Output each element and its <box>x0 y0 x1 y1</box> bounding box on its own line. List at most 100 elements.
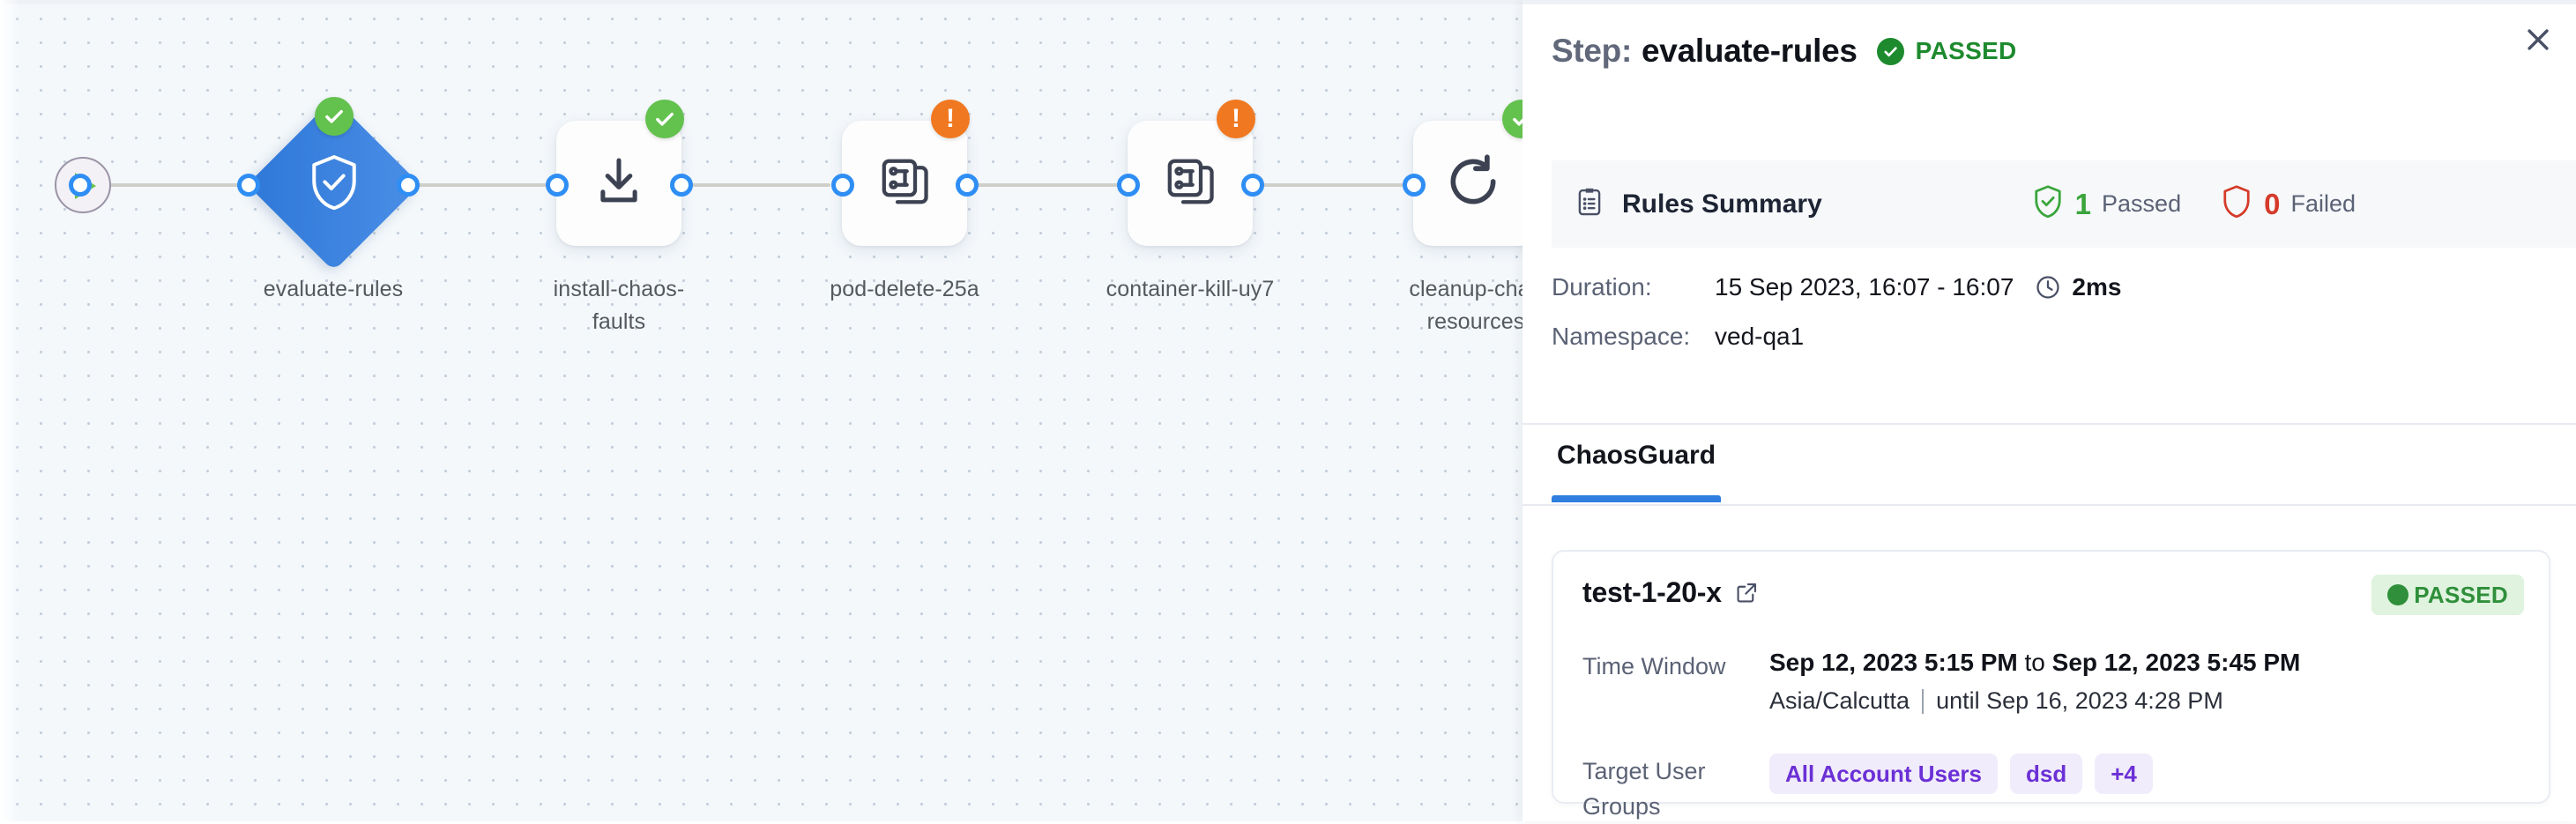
node-status-container-kill-uy7: ! <box>1217 100 1255 138</box>
edge-poddelete-to-containerkill <box>949 183 1118 187</box>
divider <box>1922 688 1925 714</box>
panel-header: Step: evaluate-rules PASSED <box>1552 33 2550 70</box>
until-value: until Sep 16, 2023 4:28 PM <box>1936 687 2223 714</box>
close-icon <box>2522 24 2554 60</box>
panel-title-prefix: Step: <box>1552 33 1633 69</box>
port-container-kill-uy7-in[interactable] <box>1117 174 1140 197</box>
rules-passed-count: 1 <box>2074 187 2092 220</box>
port-pod-delete-25a-out[interactable] <box>956 174 979 197</box>
duration-value-group: 15 Sep 2023, 16:07 - 16:07 2ms <box>1715 273 2121 301</box>
node-container-kill-uy7[interactable] <box>1128 121 1253 246</box>
node-status-pod-delete-25a: ! <box>931 100 970 138</box>
node-install-chaos-faults[interactable] <box>556 121 681 246</box>
download-icon <box>591 153 647 214</box>
namespace-row: Namespace: ved-qa1 <box>1552 323 2521 351</box>
port-evaluate-rules-out[interactable] <box>397 174 420 197</box>
duration-value: 15 Sep 2023, 16:07 - 16:07 <box>1715 273 2014 301</box>
canvas-left-fade <box>0 0 19 821</box>
external-link-icon[interactable] <box>1735 581 1759 605</box>
port-pod-delete-25a-in[interactable] <box>831 174 854 197</box>
rules-passed-label: Passed <box>2102 190 2182 217</box>
chaos-experiment-icon <box>876 153 933 214</box>
rules-failed-group: 0 Failed <box>2220 184 2356 224</box>
rules-summary-title-group: Rules Summary <box>1574 186 1822 222</box>
node-label-cleanup-chaos-resources: cleanup-chao resources <box>1370 273 1523 338</box>
edge-evaluate-to-install <box>407 183 575 187</box>
shield-check-green-icon <box>2031 184 2065 224</box>
chaos-experiment-icon <box>1162 153 1218 214</box>
status-badge-label: PASSED <box>1915 37 2017 64</box>
tag-overflow[interactable]: +4 <box>2095 753 2153 794</box>
rules-summary-label: Rules Summary <box>1622 189 1822 219</box>
time-window-label: Time Window <box>1582 653 1726 679</box>
time-window-value: Sep 12, 2023 5:15 PM to Sep 12, 2023 5:4… <box>1769 649 2300 676</box>
tab-chaosguard[interactable]: ChaosGuard <box>1552 441 1722 502</box>
rules-failed-count: 0 <box>2264 187 2281 220</box>
duration-label: Duration: <box>1552 273 1652 301</box>
node-label-container-kill-uy7: container-kill-uy7 <box>1106 277 1275 301</box>
shield-check-icon <box>307 152 361 217</box>
edge-install-to-poddelete <box>663 183 830 187</box>
port-evaluate-rules-in[interactable] <box>237 174 260 197</box>
node-pod-delete-25a[interactable] <box>842 121 967 246</box>
shield-red-icon <box>2220 184 2253 224</box>
tag-item[interactable]: All Account Users <box>1769 753 1998 794</box>
node-label-line1: install-chaos- <box>553 277 685 301</box>
panel-top-border <box>1523 0 2576 4</box>
target-user-groups-label: Target User Groups <box>1582 758 1706 820</box>
time-window-separator: to <box>2017 649 2052 676</box>
tag-item[interactable]: dsd <box>2009 753 2083 794</box>
pipeline-canvas[interactable]: evaluate-rules install-chaos- faults <box>0 0 1523 821</box>
port-install-chaos-faults-out[interactable] <box>670 174 693 197</box>
chaosguard-result-card[interactable]: test-1-20-x PASSED Time Window Sep 12, 2… <box>1552 550 2550 820</box>
node-label-pod-delete-25a: pod-delete-25a <box>830 277 979 301</box>
port-install-chaos-faults-in[interactable] <box>546 174 569 197</box>
status-dot-icon <box>2387 584 2409 605</box>
tab-chaosguard-label: ChaosGuard <box>1557 441 1716 470</box>
node-evaluate-rules[interactable] <box>247 98 421 271</box>
pipeline-start-node[interactable] <box>55 157 111 213</box>
duration-row: Duration: 15 Sep 2023, 16:07 - 16:07 2ms <box>1552 273 2521 301</box>
time-window-value-group: Sep 12, 2023 5:15 PM to Sep 12, 2023 5:4… <box>1769 649 2300 715</box>
time-window-start: Sep 12, 2023 5:15 PM <box>1769 649 2018 676</box>
page-title: evaluate-rules <box>1642 33 1858 69</box>
port-cleanup-chaos-resources-in[interactable] <box>1403 174 1426 197</box>
time-window-end: Sep 12, 2023 5:45 PM <box>2051 649 2301 676</box>
close-panel-button[interactable] <box>2514 18 2562 65</box>
target-user-groups-tags: All Account Users dsd +4 <box>1769 753 2153 794</box>
card-status-badge: PASSED <box>2371 575 2524 615</box>
clipboard-icon <box>1574 186 1605 222</box>
card-title: test-1-20-x <box>1582 576 1722 608</box>
clock-icon <box>2035 274 2061 301</box>
timezone-value: Asia/Calcutta <box>1769 687 1910 714</box>
warning-exclamation-icon: ! <box>1232 104 1240 133</box>
step-meta: Duration: 15 Sep 2023, 16:07 - 16:07 2ms… <box>1552 273 2521 372</box>
rules-failed-label: Failed <box>2290 190 2356 217</box>
rules-passed-group: 1 Passed <box>2031 184 2181 224</box>
panel-tabbar: ChaosGuard <box>1523 423 2576 506</box>
node-label-evaluate-rules: evaluate-rules <box>263 277 404 301</box>
node-status-cleanup-chaos-resources <box>1502 100 1523 138</box>
node-cleanup-chaos-resources[interactable] <box>1413 121 1523 246</box>
canvas-top-border <box>0 0 1523 4</box>
time-window-subline: Asia/Calcutta until Sep 16, 2023 4:28 PM <box>1769 687 2300 715</box>
time-window-row: Time Window Sep 12, 2023 5:15 PM to Sep … <box>1582 649 2300 715</box>
edge-containerkill-to-cleanup <box>1234 183 1403 187</box>
node-label-line2: resources <box>1426 309 1523 334</box>
tab-active-underline <box>1552 495 1722 502</box>
rules-summary-counts: 1 Passed 0 Failed <box>2031 184 2356 224</box>
node-label-line1: cleanup-chao <box>1409 277 1523 301</box>
port-start-out[interactable] <box>69 174 92 197</box>
node-label-install-chaos-faults: install-chaos- faults <box>513 273 725 338</box>
status-badge: PASSED <box>1876 37 2017 65</box>
edge-start-to-evaluate <box>104 183 259 187</box>
node-label-line2: faults <box>592 309 646 334</box>
card-header: test-1-20-x <box>1582 576 1759 609</box>
port-container-kill-uy7-out[interactable] <box>1241 174 1264 197</box>
warning-exclamation-icon: ! <box>946 104 955 133</box>
target-user-groups-row: Target User Groups All Account Users dsd… <box>1582 753 2153 824</box>
namespace-label: Namespace: <box>1552 323 1691 350</box>
duration-ms: 2ms <box>2072 273 2122 301</box>
namespace-value: ved-qa1 <box>1715 323 1805 350</box>
node-status-evaluate-rules <box>315 97 354 136</box>
